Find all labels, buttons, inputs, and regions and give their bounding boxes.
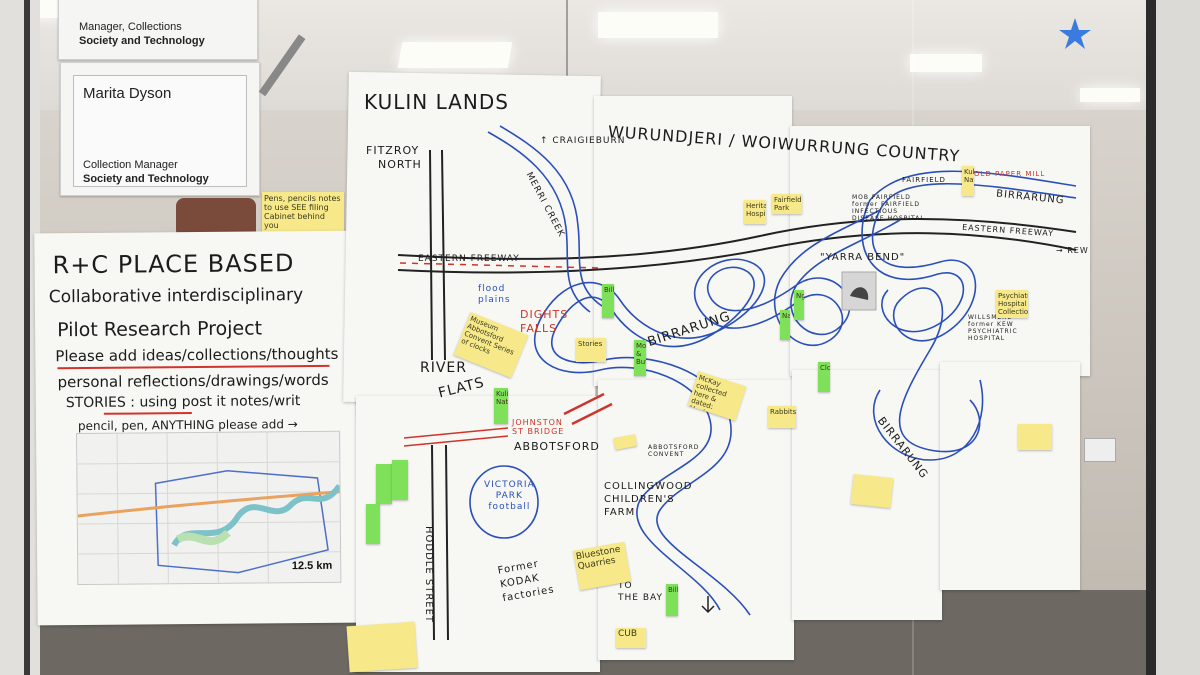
- card-role: Collection Manager: [83, 159, 178, 171]
- poster-line: Collaborative interdisciplinary: [48, 285, 304, 308]
- ceiling-light: [397, 42, 513, 68]
- label-north: NORTH: [378, 158, 422, 171]
- blank-sticky-note: [850, 473, 894, 509]
- label-fairfield-hospital: MOB FAIRFIELD former FAIRFIELD INFECTIOU…: [852, 194, 925, 222]
- sticky-note: Kulin Nation: [962, 166, 974, 196]
- label-rew: → REW: [1056, 246, 1089, 255]
- label-eastern-freeway-left: EASTERN FREEWAY: [418, 254, 520, 264]
- poster-line: Pilot Research Project: [57, 317, 263, 342]
- blank-green-sticky-note: [366, 504, 380, 544]
- label-abbotsford-convent: ABBOTSFORD CONVENT: [648, 444, 700, 458]
- map-sheet: [940, 362, 1080, 590]
- poster-line: personal reflections/drawings/words: [57, 370, 329, 392]
- area-map-printout: 12.5 km: [76, 430, 342, 586]
- red-underline: [57, 364, 330, 370]
- sticky-note: Psychiatric Hospital Collection: [996, 290, 1028, 318]
- red-underline: [103, 412, 192, 415]
- ceiling-light: [1080, 88, 1140, 102]
- label-kodak: Former KODAK factories: [496, 558, 556, 605]
- label-old-paper-mill: OLD PAPER MILL: [974, 170, 1046, 178]
- label-river: RIVER: [420, 360, 468, 376]
- window-frame-right: [1152, 0, 1200, 675]
- poster-line: Please add ideas/collections/thoughts: [55, 344, 339, 366]
- poster-line: STORIES : using post it notes/writ: [65, 393, 301, 412]
- label-willsmere: WILLSMERE former KEW PSYCHIATRIC HOSPITA…: [968, 314, 1018, 342]
- card-inner-frame: [73, 75, 247, 187]
- sticky-note: Kulin Nation: [494, 388, 508, 424]
- label-hoddle-street: HODDLE STREET: [423, 526, 434, 624]
- label-yarra-bend: "YARRA BEND": [820, 252, 906, 263]
- project-poster: R+C PLACE BASED Collaborative interdisci…: [34, 230, 358, 626]
- sticky-note: Nature: [780, 310, 790, 340]
- card-dept: Society and Technology: [83, 173, 209, 185]
- window-frame-left: [0, 0, 40, 675]
- label-collingwood-farm: COLLINGWOOD CHILDREN'S FARM: [604, 481, 693, 518]
- label-victoria-park: VICTORIA PARK football: [484, 480, 535, 512]
- label-johnston-st-bridge: JOHNSTON ST BRIDGE: [512, 418, 565, 436]
- sticky-note: Billabong: [666, 584, 678, 616]
- map-title-kulin-lands: KULIN LANDS: [364, 90, 509, 114]
- blank-green-sticky-note: [376, 464, 392, 504]
- label-fitzroy: FITZROY: [366, 144, 420, 157]
- card-dept: Society and Technology: [79, 35, 205, 47]
- card-person-name: Marita Dyson: [83, 85, 172, 102]
- sticky-note: Billabong: [602, 284, 614, 318]
- sticky-note-cub: CUB: [616, 628, 646, 648]
- map-sheet: [598, 380, 794, 660]
- sticky-note: Moths & Butterflies: [634, 340, 646, 376]
- poster-title: R+C PLACE BASED: [52, 249, 295, 280]
- label-craigieburn: ↑ CRAIGIEBURN: [540, 136, 626, 146]
- ceiling-light: [598, 12, 718, 38]
- blank-green-sticky-note: [392, 460, 408, 500]
- card-role: Manager, Collections: [79, 21, 182, 33]
- window-frame-right-edge: [1146, 0, 1156, 675]
- sticky-note: Rabbits: [768, 406, 796, 428]
- sticky-note: Clock: [818, 362, 830, 392]
- sticky-note: Stories: [576, 338, 606, 362]
- ceiling-light: [910, 54, 982, 72]
- window-frame-left-edge: [24, 0, 30, 675]
- sticky-note: Fairfield Park: [772, 194, 802, 214]
- sticky-note: Heritage Hospital: [744, 200, 766, 224]
- label-flood-plains: flood plains: [478, 284, 511, 305]
- label-fairfield: FAIRFIELD: [902, 176, 946, 184]
- name-card-top: Manager, Collections Society and Technol…: [58, 0, 258, 60]
- power-outlet: [1084, 438, 1116, 462]
- map-scale-label: 12.5 km: [291, 559, 333, 573]
- label-dights-falls: DIGHTS FALLS: [520, 308, 569, 335]
- name-card-marita-dyson: Marita Dyson Collection Manager Society …: [60, 62, 260, 196]
- sticky-note: Ngarri: [794, 290, 804, 320]
- glass-pane-divider: [566, 0, 568, 105]
- blank-sticky-note: [346, 621, 418, 673]
- blank-sticky-note: [1018, 424, 1052, 450]
- label-abbotsford: ABBOTSFORD: [514, 440, 600, 453]
- label-to-the-bay: TO THE BAY: [618, 581, 663, 603]
